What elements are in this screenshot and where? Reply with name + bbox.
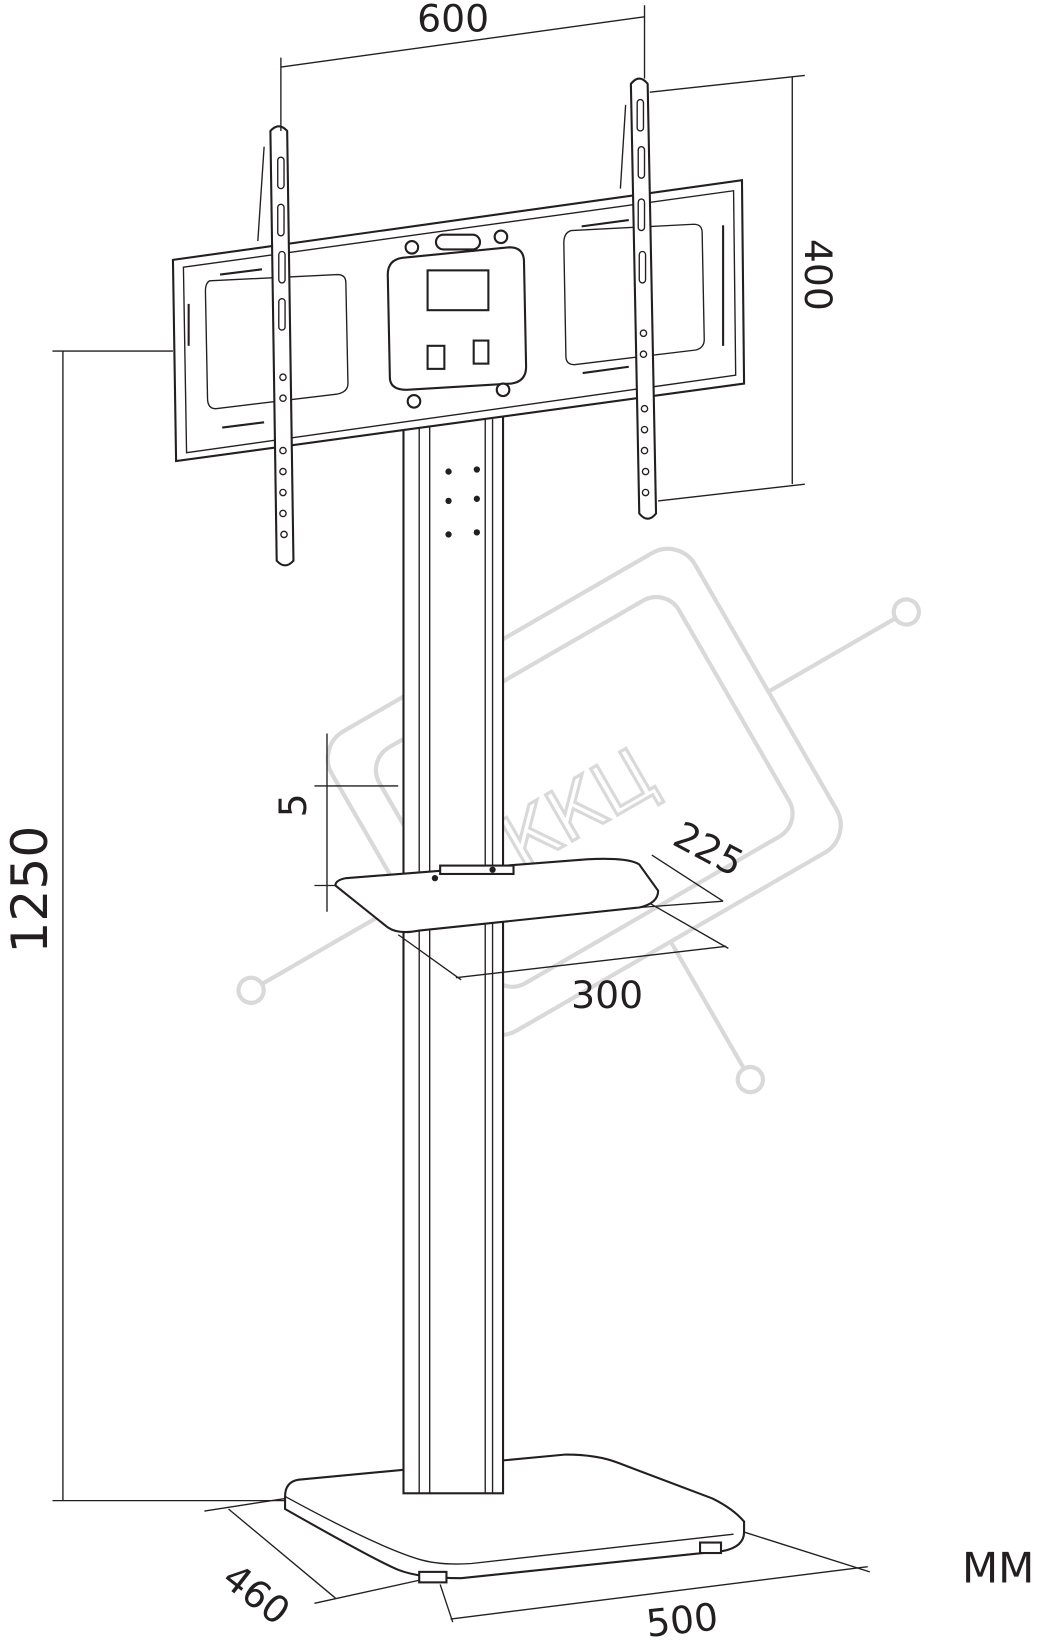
watermark: ККЦ	[236, 498, 921, 1095]
dim-base-depth: 460	[215, 1555, 299, 1634]
dim-total-height: 1250	[0, 826, 59, 954]
dim-shelf-thickness: 5	[271, 793, 315, 817]
dim-mount-width: 600	[417, 0, 489, 40]
stand-column	[402, 412, 505, 1495]
stand-base	[284, 1453, 746, 1584]
tv-bracket-right	[619, 77, 658, 520]
dim-mount-height: 400	[796, 239, 840, 311]
shelf	[334, 857, 660, 934]
dim-shelf-width: 300	[571, 973, 643, 1017]
dim-base-width: 500	[644, 1595, 720, 1640]
tv-bracket-left	[257, 125, 295, 567]
unit-label: ММ	[962, 1543, 1034, 1592]
tv-mount-plate	[171, 179, 746, 463]
dimension-lines	[52, 5, 871, 1623]
dim-shelf-depth: 225	[666, 813, 750, 886]
